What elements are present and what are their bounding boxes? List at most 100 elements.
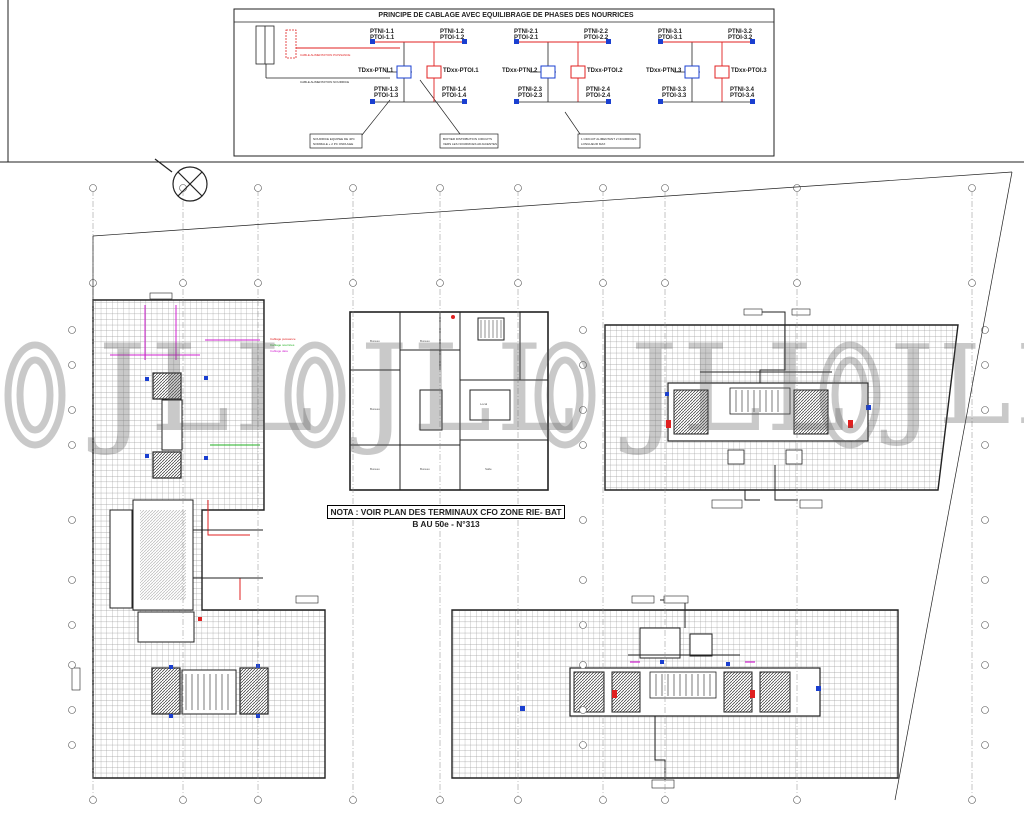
plan-d-right-lower bbox=[451, 595, 899, 789]
banner-ptoi-bottom-left: PTOI-1.3 bbox=[374, 93, 399, 99]
axis-bubble bbox=[514, 279, 522, 287]
svg-text:NORMALE + 2 PC ONDULEE: NORMALE + 2 PC ONDULEE bbox=[313, 142, 353, 146]
north-arrow-icon bbox=[154, 158, 208, 202]
svg-text:LONGUEUR MAX: LONGUEUR MAX bbox=[581, 142, 605, 146]
banner-box-ptoi bbox=[714, 65, 730, 79]
cabling-principle-banner: CABLE ALIMENTATION PUISSANCE CABLE ALIME… bbox=[233, 8, 775, 157]
axis-bubble bbox=[89, 796, 97, 804]
title-block-lines bbox=[0, 0, 1024, 163]
axis-bubble bbox=[579, 361, 587, 369]
axis-bubble bbox=[579, 661, 587, 669]
axis-bubble bbox=[436, 796, 444, 804]
axis-bubble bbox=[579, 326, 587, 334]
banner-ptni-bottom-right: PTNI-3.4 bbox=[730, 87, 755, 93]
axis-bubble bbox=[599, 184, 607, 192]
axis-bubble bbox=[981, 361, 989, 369]
axis-bubble bbox=[968, 796, 976, 804]
watermark-text-1: JLL bbox=[98, 320, 318, 459]
svg-text:CABLE ALIMENTATION PUISSANCE: CABLE ALIMENTATION PUISSANCE bbox=[300, 53, 350, 57]
banner-ptni-top-left: PTNI-3.1 bbox=[658, 29, 683, 35]
banner-box-ptni bbox=[540, 65, 556, 79]
banner-ptoi-bottom-right: PTOI-3.4 bbox=[730, 93, 755, 99]
axis-bubble bbox=[179, 796, 187, 804]
axis-bubble bbox=[981, 661, 989, 669]
axis-bubble bbox=[68, 406, 76, 414]
axis-bubble bbox=[254, 796, 262, 804]
banner-ptni-bottom-left: PTNI-1.3 bbox=[374, 87, 399, 93]
axis-bubble bbox=[349, 796, 357, 804]
svg-text:Salle: Salle bbox=[485, 467, 492, 471]
axis-bubble bbox=[981, 516, 989, 524]
banner-node bbox=[514, 99, 519, 104]
nota-note: NOTA : VOIR PLAN DES TERMINAUX CFO ZONE … bbox=[327, 505, 565, 529]
axis-bubble bbox=[579, 441, 587, 449]
watermark-text-4: JLL bbox=[890, 321, 1024, 449]
banner-tdxx-ptni: TDxx-PTNI.1 bbox=[358, 68, 394, 74]
svg-text:Bureau: Bureau bbox=[370, 407, 380, 411]
axis-bubble bbox=[514, 796, 522, 804]
banner-tdxx-ptni: TDxx-PTNI.2 bbox=[502, 68, 538, 74]
site-boundary bbox=[92, 171, 1013, 801]
axis-bubble bbox=[661, 279, 669, 287]
axis-bubble bbox=[68, 661, 76, 669]
svg-text:Cablage data: Cablage data bbox=[270, 349, 288, 353]
banner-group-wiring bbox=[370, 39, 755, 104]
svg-text:Bureau: Bureau bbox=[370, 467, 380, 471]
axis-bubble bbox=[599, 279, 607, 287]
banner-ptni-top-left: PTNI-1.1 bbox=[370, 29, 395, 35]
banner-node bbox=[658, 99, 663, 104]
banner-tdxx-ptni: TDxx-PTNI.3 bbox=[646, 68, 682, 74]
axis-bubble bbox=[981, 326, 989, 334]
svg-text:CABLE ALIMENTATION NOURRICE: CABLE ALIMENTATION NOURRICE bbox=[300, 80, 349, 84]
axis-bubble bbox=[68, 621, 76, 629]
axis-bubble bbox=[579, 576, 587, 584]
axis-bubble bbox=[981, 406, 989, 414]
axis-bubble bbox=[981, 441, 989, 449]
axis-bubble bbox=[89, 184, 97, 192]
banner-ptni-bottom-left: PTNI-2.3 bbox=[518, 87, 543, 93]
axis-bubble bbox=[579, 516, 587, 524]
svg-text:NOURRICE EQUIPEE DE 4PC: NOURRICE EQUIPEE DE 4PC bbox=[313, 137, 356, 141]
banner-ptoi-bottom-left: PTOI-3.3 bbox=[662, 93, 687, 99]
axis-bubble bbox=[579, 741, 587, 749]
banner-ptoi-top-left: PTOI-3.1 bbox=[658, 35, 683, 41]
banner-ptoi-bottom-left: PTOI-2.3 bbox=[518, 93, 543, 99]
axis-bubble bbox=[793, 279, 801, 287]
banner-ptoi-top-right: PTOI-1.2 bbox=[440, 35, 465, 41]
svg-text:Cablage nourrices: Cablage nourrices bbox=[270, 343, 295, 347]
svg-text:Cablage puissance: Cablage puissance bbox=[270, 337, 296, 341]
axis-bubble bbox=[579, 706, 587, 714]
plan-b-center: Bureau Bureau Bureau Bureau Bureau Salle… bbox=[349, 311, 549, 491]
axis-bubble bbox=[981, 576, 989, 584]
axis-bubble bbox=[968, 279, 976, 287]
axis-bubble bbox=[981, 621, 989, 629]
axis-bubble bbox=[436, 279, 444, 287]
banner-node bbox=[462, 99, 467, 104]
axis-bubble bbox=[793, 184, 801, 192]
axis-bubble bbox=[981, 741, 989, 749]
axis-bubble bbox=[179, 279, 187, 287]
banner-tdxx-ptoi: TDxx-PTOI.2 bbox=[587, 68, 623, 74]
banner-ptni-top-right: PTNI-2.2 bbox=[584, 29, 609, 35]
axis-bubble bbox=[68, 576, 76, 584]
banner-node bbox=[370, 99, 375, 104]
banner-box-ptoi bbox=[426, 65, 442, 79]
banner-title: PRINCIPE DE CABLAGE AVEC EQUILIBRAGE DE … bbox=[378, 12, 634, 19]
banner-node bbox=[750, 99, 755, 104]
banner-node bbox=[658, 39, 663, 44]
banner-ptoi-top-right: PTOI-3.2 bbox=[728, 35, 753, 41]
axis-bubble bbox=[68, 516, 76, 524]
banner-node bbox=[370, 39, 375, 44]
svg-text:1 CIRCUIT ALIMENTANT 2 NOURRIC: 1 CIRCUIT ALIMENTANT 2 NOURRICES bbox=[581, 137, 636, 141]
banner-ptni-bottom-right: PTNI-1.4 bbox=[442, 87, 467, 93]
banner-ptni-top-left: PTNI-2.1 bbox=[514, 29, 539, 35]
banner-node bbox=[462, 39, 467, 44]
axis-bubble bbox=[436, 184, 444, 192]
axis-bubble bbox=[68, 441, 76, 449]
axis-bubble bbox=[661, 796, 669, 804]
axis-bubble bbox=[981, 706, 989, 714]
svg-text:Local: Local bbox=[480, 402, 488, 406]
banner-ptoi-bottom-right: PTOI-2.4 bbox=[586, 93, 611, 99]
axis-bubble bbox=[254, 279, 262, 287]
svg-text:Bureau: Bureau bbox=[370, 339, 380, 343]
